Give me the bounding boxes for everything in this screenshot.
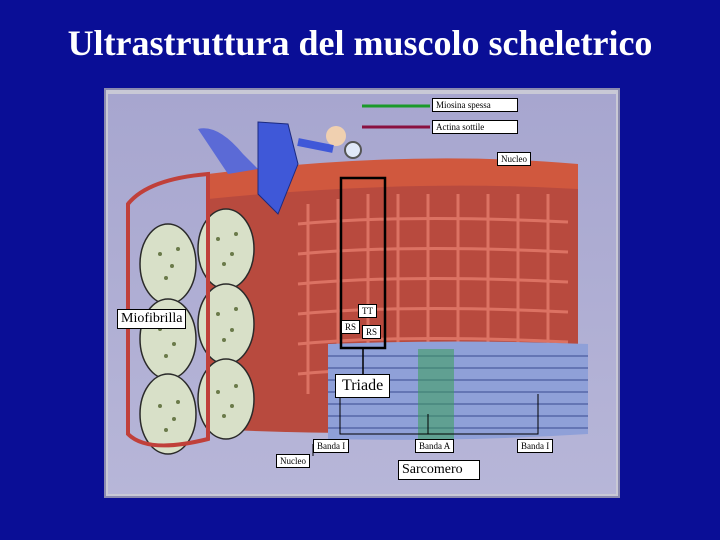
label-rs-right: RS [362, 325, 382, 339]
muscle-illustration [126, 104, 588, 456]
label-actina: Actina sottile [432, 120, 518, 134]
label-nucleo-bottom: Nucleo [276, 454, 310, 468]
label-tt: TT [358, 304, 377, 318]
myofibril-band [328, 341, 588, 440]
label-banda-a: Banda A [415, 439, 455, 453]
page-title: Ultrastruttura del muscolo scheletrico [67, 23, 653, 63]
reticulum-network [297, 194, 569, 394]
label-nucleo-top: Nucleo [497, 152, 531, 166]
label-sarcomero: Sarcomero [398, 460, 480, 480]
observer-figure [198, 121, 362, 215]
label-banda-i-right: Banda I [517, 439, 554, 453]
a-band-highlight [418, 349, 454, 439]
left-sheath [126, 171, 210, 448]
label-rs-left: RS [341, 320, 361, 334]
label-banda-i-left: Banda I [313, 439, 350, 453]
sarcolemma-top [208, 158, 578, 199]
fibril-cross-sections [139, 208, 255, 455]
label-miosina: Miosina spessa [432, 98, 518, 112]
label-triade: Triade [335, 374, 391, 398]
label-miofibrilla: Miofibrilla [117, 309, 187, 329]
